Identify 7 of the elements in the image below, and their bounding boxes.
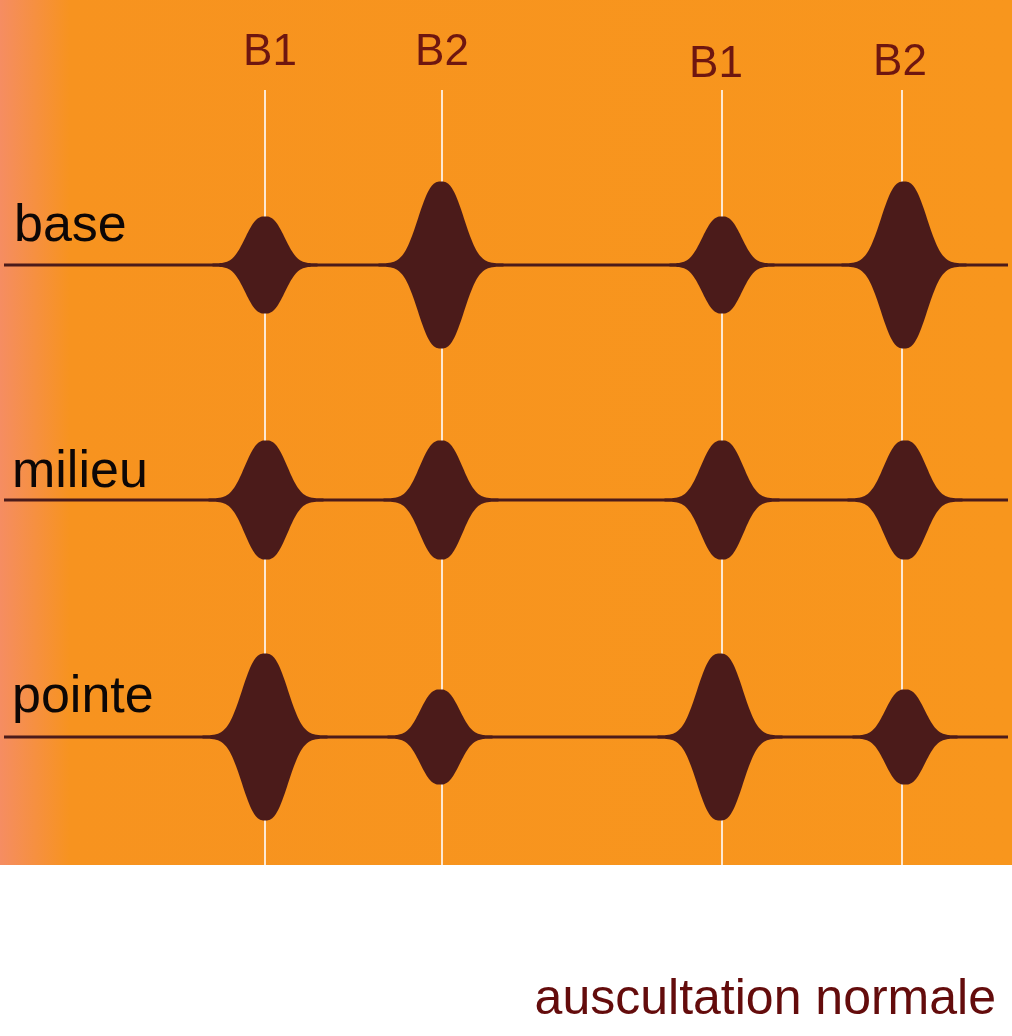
sound-label: B1 [243, 28, 297, 72]
sound-label: B2 [415, 28, 469, 72]
caption: auscultation normale [534, 972, 996, 1022]
sound-label: B1 [689, 40, 743, 84]
row-label: milieu [12, 443, 148, 495]
sound-label: B2 [873, 38, 927, 82]
row-label: base [14, 197, 127, 249]
